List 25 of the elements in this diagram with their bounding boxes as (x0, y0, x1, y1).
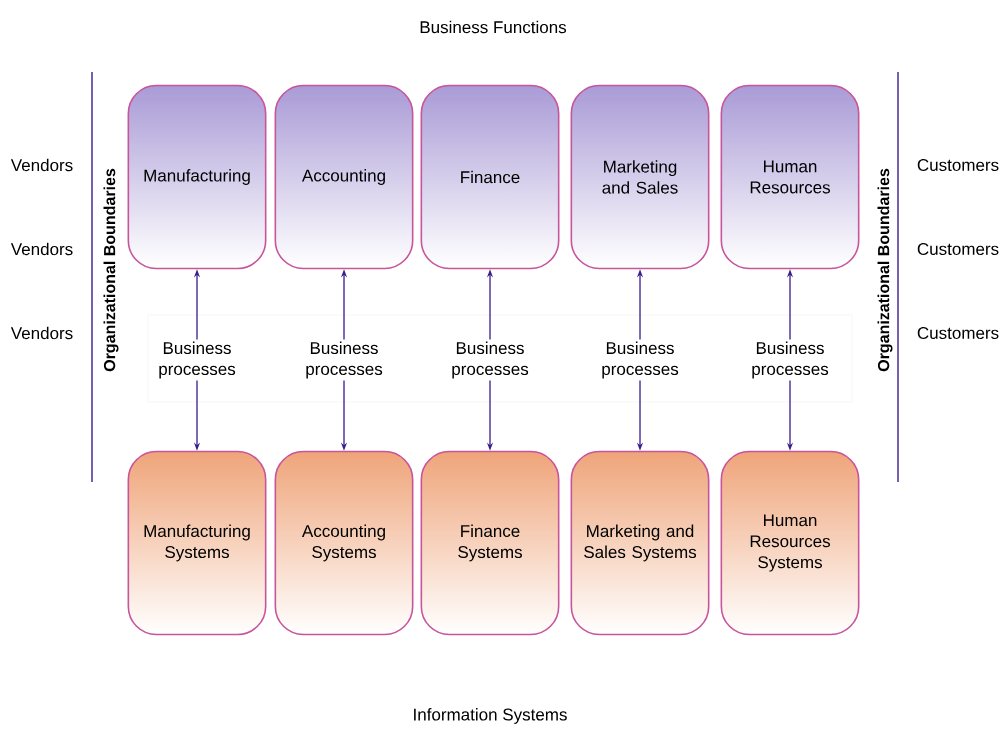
function-box: Finance (420, 84, 560, 270)
side-label: Customers (917, 243, 999, 255)
side-label: Vendors (10, 158, 73, 172)
process-label: Business processes (452, 341, 529, 379)
caption: Information Systems (414, 708, 567, 724)
system-box: Accounting Systems (274, 450, 414, 636)
system-box: Human Resources Systems (720, 450, 860, 636)
function-box: Marketing and Sales (570, 84, 710, 270)
side-label: Vendors (10, 242, 73, 256)
side-label: Vendors (10, 326, 73, 340)
system-box: Marketing and Sales Systems (570, 450, 710, 636)
process-label: Business processes (306, 341, 383, 379)
heading: Business Functions (420, 20, 567, 34)
function-box: Accounting (274, 84, 414, 270)
process-label: Business processes (602, 341, 679, 379)
system-box: Finance Systems (420, 450, 560, 636)
system-box: Manufacturing Systems (127, 450, 267, 636)
function-box: Manufacturing (127, 84, 267, 270)
boundary-label: Organizational Boundaries (103, 168, 119, 372)
boundary-label: Organizational Boundaries (877, 168, 893, 372)
process-label: Business processes (159, 341, 236, 379)
side-label: Customers (917, 327, 999, 339)
side-label: Customers (917, 159, 999, 171)
function-box: Human Resources (720, 84, 860, 270)
process-label: Business processes (752, 341, 829, 379)
